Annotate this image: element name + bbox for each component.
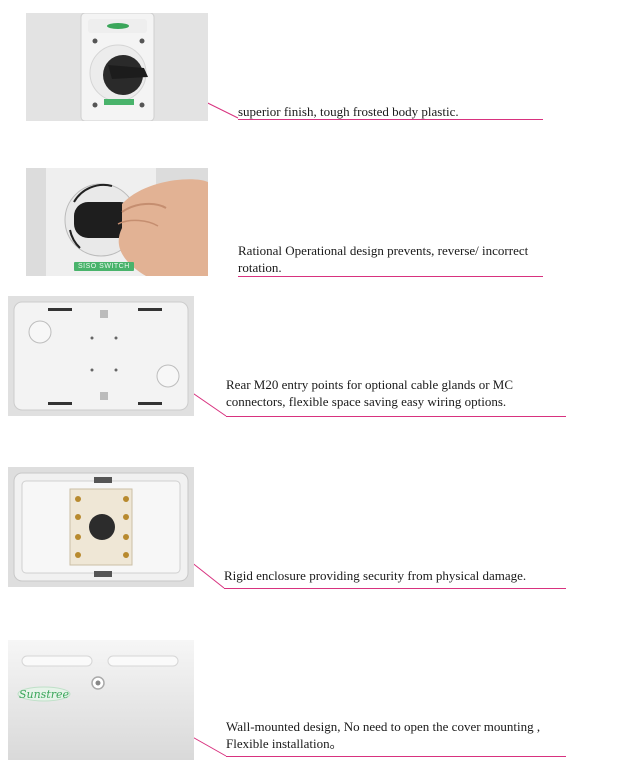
rigid-enclosure-illustration — [8, 467, 194, 587]
caption-line: rotation. — [238, 260, 282, 275]
caption-line: Flexible installation。 — [226, 736, 343, 751]
hand-rotation-photo: SISO SWITCH — [26, 168, 208, 276]
caption-rigid-enclosure: Rigid enclosure providing security from … — [224, 567, 526, 584]
caption-line: superior finish, tough frosted body plas… — [238, 104, 459, 119]
switch-front-illustration — [26, 13, 208, 121]
rigid-enclosure-photo — [8, 467, 194, 587]
brand-logo: Sunstree — [19, 688, 70, 701]
caption-line: Wall-mounted design, No need to open the… — [226, 719, 541, 734]
caption-underline — [238, 276, 543, 277]
caption-finish: superior finish, tough frosted body plas… — [238, 103, 459, 120]
rear-entry-illustration — [8, 296, 194, 416]
switch-front-photo — [26, 13, 208, 121]
caption-line: connectors, flexible space saving easy w… — [226, 394, 507, 409]
caption-rotation: Rational Operational design prevents, re… — [238, 242, 528, 276]
caption-line: Rear M20 entry points for optional cable… — [226, 377, 514, 392]
caption-underline — [226, 416, 566, 417]
rear-entry-photo — [8, 296, 194, 416]
wall-mount-photo: Sunstree — [8, 640, 194, 760]
caption-rear-entry: Rear M20 entry points for optional cable… — [226, 376, 513, 410]
caption-underline — [226, 756, 566, 757]
wall-mount-illustration: Sunstree — [8, 640, 194, 760]
caption-line: Rigid enclosure providing security from … — [224, 568, 527, 583]
siso-switch-label: SISO SWITCH — [74, 262, 134, 271]
caption-line: Rational Operational design prevents, re… — [238, 243, 529, 258]
hand-rotation-illustration — [26, 168, 208, 276]
caption-wall-mount: Wall-mounted design, No need to open the… — [226, 718, 540, 752]
caption-underline — [224, 588, 566, 589]
caption-underline — [238, 119, 543, 120]
